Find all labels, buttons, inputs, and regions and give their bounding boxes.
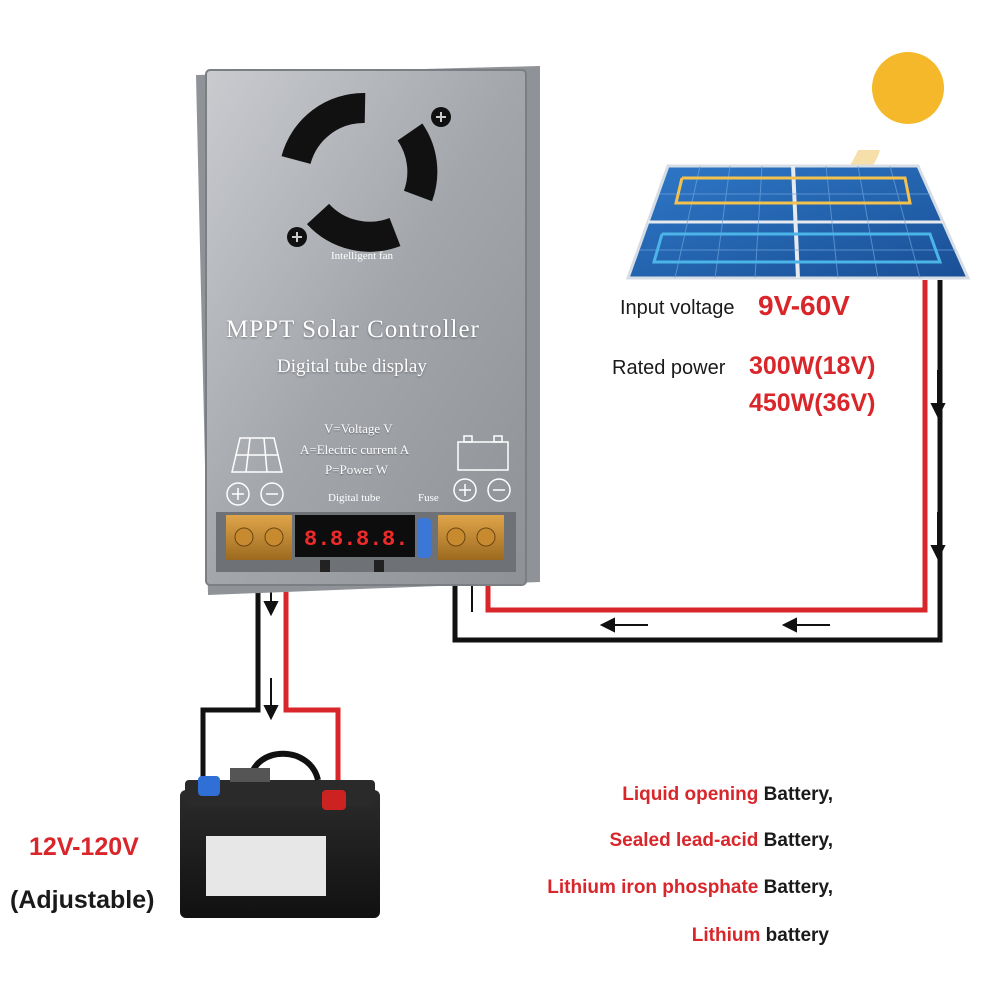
sun bbox=[872, 52, 944, 124]
digital-tube-display: 8.8.8.8. bbox=[295, 515, 415, 572]
polarity-marks bbox=[226, 478, 511, 506]
svg-text:8.: 8. bbox=[382, 527, 408, 552]
controller-subtitle: Digital tube display bbox=[277, 356, 427, 377]
rated-power-value-2: 450W(36V) bbox=[749, 389, 876, 417]
positive-terminal bbox=[322, 790, 346, 810]
battery-type-4: Lithium battery bbox=[691, 925, 829, 946]
panel-negative-wire bbox=[452, 280, 943, 643]
legend-voltage: V=Voltage V bbox=[324, 421, 393, 436]
svg-text:8.: 8. bbox=[304, 527, 330, 552]
controller-housing: 8.8.8.8. bbox=[196, 66, 540, 595]
controller-title: MPPT Solar Controller bbox=[226, 316, 480, 343]
battery-voltage: 12V-120V bbox=[29, 833, 139, 861]
battery-type-2: Sealed lead-acid Battery, bbox=[609, 830, 833, 851]
digital-tube-label: Digital tube bbox=[328, 492, 381, 504]
legend-power: P=Power W bbox=[325, 462, 389, 477]
battery-terminal-block bbox=[226, 515, 292, 560]
solar-panel-icon bbox=[231, 437, 283, 473]
solar-panel bbox=[625, 164, 971, 280]
battery-type-3: Lithium iron phosphate Battery, bbox=[547, 877, 833, 898]
panel-positive-wire bbox=[485, 280, 928, 613]
panel-terminal-block bbox=[438, 515, 504, 560]
fuse-label: Fuse bbox=[418, 492, 439, 504]
svg-text:8.: 8. bbox=[356, 527, 382, 552]
input-voltage-value: 9V-60V bbox=[758, 290, 850, 321]
svg-text:8.: 8. bbox=[330, 527, 356, 552]
battery bbox=[180, 750, 380, 918]
rated-power-label: Rated power bbox=[612, 357, 726, 379]
battery-type-1: Liquid opening Battery, bbox=[622, 784, 833, 805]
battery-positive-wire bbox=[283, 565, 341, 790]
negative-terminal bbox=[198, 776, 220, 796]
battery-negative-wire bbox=[200, 565, 261, 790]
input-voltage-label: Input voltage bbox=[620, 297, 735, 319]
intelligent-fan-icon bbox=[281, 93, 451, 252]
legend-current: A=Electric current A bbox=[300, 442, 410, 457]
battery-icon bbox=[457, 435, 509, 471]
battery-adjustable: (Adjustable) bbox=[10, 886, 155, 914]
fuse bbox=[417, 518, 431, 558]
rated-power-value-1: 300W(18V) bbox=[749, 352, 876, 380]
intelligent-fan-label: Intelligent fan bbox=[331, 250, 394, 262]
